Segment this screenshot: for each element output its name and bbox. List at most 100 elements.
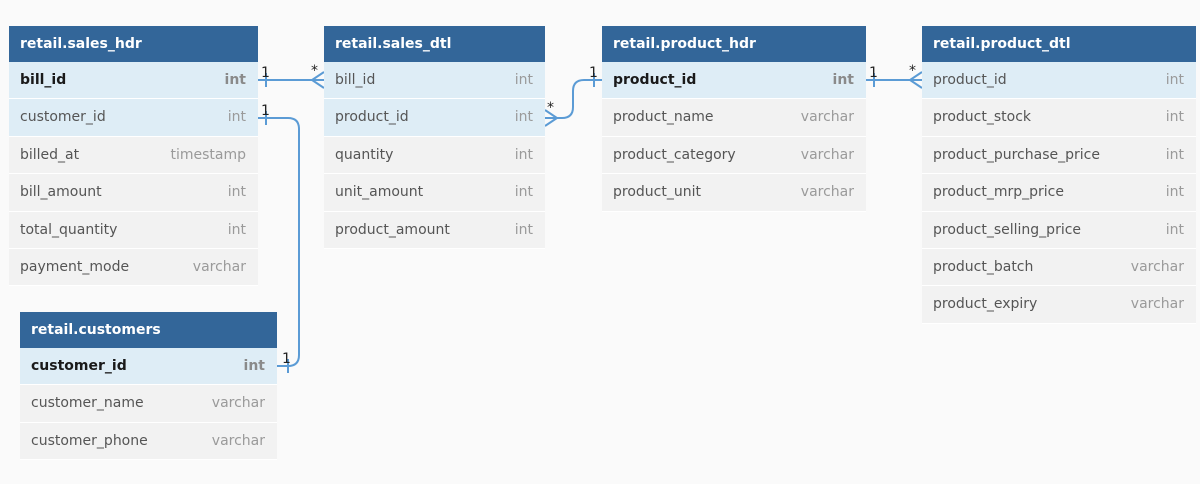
column-type: varchar (1130, 258, 1184, 275)
connector-customerid (258, 117, 300, 367)
column-name: product_unit (613, 184, 701, 201)
column-name: product_stock (933, 109, 1031, 126)
cardinality-label: 1 (869, 65, 878, 81)
column-row[interactable]: product_id int (602, 62, 866, 100)
column-row[interactable]: customer_name varchar (20, 385, 277, 423)
table-sales-hdr[interactable]: retail.sales_hdr bill_id int customer_id… (9, 26, 258, 287)
column-type: varchar (800, 184, 854, 201)
column-name: product_name (613, 109, 714, 126)
column-row[interactable]: bill_amount int (9, 174, 258, 212)
column-row[interactable]: bill_id int (324, 62, 545, 100)
column-row[interactable]: product_id int (922, 62, 1196, 100)
column-name: product_batch (933, 258, 1034, 275)
column-type: int (1165, 72, 1184, 88)
column-row[interactable]: product_stock int (922, 99, 1196, 137)
column-type: int (832, 72, 854, 88)
many-marker-billid (310, 71, 325, 89)
table-title[interactable]: retail.customers (20, 312, 277, 348)
column-name: bill_amount (20, 184, 102, 201)
column-row[interactable]: product_mrp_price int (922, 174, 1196, 212)
table-customers[interactable]: retail.customers customer_id int custome… (20, 312, 277, 461)
table-title[interactable]: retail.sales_hdr (9, 26, 258, 62)
column-name: product_amount (335, 221, 450, 238)
column-row[interactable]: product_name varchar (602, 99, 866, 137)
cardinality-label: 1 (261, 65, 270, 81)
column-row[interactable]: billed_at timestamp (9, 137, 258, 175)
column-type: int (227, 184, 246, 201)
table-title[interactable]: retail.product_dtl (922, 26, 1196, 62)
column-type: int (514, 184, 533, 201)
column-type: int (1165, 109, 1184, 126)
column-type: int (514, 109, 533, 126)
column-type: timestamp (170, 146, 246, 163)
column-name: payment_mode (20, 258, 130, 275)
cardinality-label: * (311, 63, 318, 79)
column-name: billed_at (20, 146, 80, 163)
cardinality-label: 1 (282, 351, 291, 367)
column-row[interactable]: bill_id int (9, 62, 258, 100)
column-type: varchar (800, 146, 854, 163)
column-name: customer_id (20, 109, 106, 126)
column-name: product_id (933, 72, 1007, 88)
column-name: product_purchase_price (933, 146, 1100, 163)
column-type: int (224, 72, 246, 88)
column-type: varchar (211, 432, 265, 449)
column-name: customer_name (31, 395, 144, 412)
table-title[interactable]: retail.product_hdr (602, 26, 866, 62)
column-row[interactable]: product_amount int (324, 212, 545, 249)
cardinality-label: 1 (261, 103, 270, 119)
column-name: bill_id (20, 72, 67, 88)
column-name: product_category (613, 146, 736, 163)
column-row[interactable]: customer_id int (9, 99, 258, 137)
column-row[interactable]: total_quantity int (9, 212, 258, 249)
column-type: int (243, 358, 265, 374)
column-type: varchar (1130, 296, 1184, 313)
table-sales-dtl[interactable]: retail.sales_dtl bill_id int product_id … (324, 26, 545, 249)
column-type: varchar (192, 258, 246, 275)
many-marker-productid-dtl (544, 109, 559, 127)
column-type: int (514, 221, 533, 238)
column-row[interactable]: quantity int (324, 137, 545, 175)
column-name: product_expiry (933, 296, 1038, 313)
column-row[interactable]: product_category varchar (602, 137, 866, 175)
column-name: customer_id (31, 358, 127, 374)
column-row[interactable]: customer_id int (20, 348, 277, 386)
column-type: varchar (211, 395, 265, 412)
column-name: product_mrp_price (933, 184, 1064, 201)
column-type: int (1165, 221, 1184, 238)
cardinality-label: 1 (589, 65, 598, 81)
cardinality-label: * (909, 63, 916, 79)
column-type: int (514, 72, 533, 88)
column-row[interactable]: product_purchase_price int (922, 137, 1196, 175)
column-row[interactable]: product_selling_price int (922, 212, 1196, 249)
column-name: unit_amount (335, 184, 424, 201)
column-row[interactable]: unit_amount int (324, 174, 545, 212)
table-product-hdr[interactable]: retail.product_hdr product_id int produc… (602, 26, 866, 212)
connector-productid-hdr (545, 79, 602, 119)
column-type: int (227, 221, 246, 238)
column-type: varchar (800, 109, 854, 126)
column-name: product_id (335, 109, 409, 126)
column-type: int (1165, 146, 1184, 163)
column-type: int (514, 146, 533, 163)
column-name: customer_phone (31, 432, 148, 449)
table-title[interactable]: retail.sales_dtl (324, 26, 545, 62)
column-type: int (227, 109, 246, 126)
column-row[interactable]: customer_phone varchar (20, 423, 277, 461)
table-product-dtl[interactable]: retail.product_dtl product_id int produc… (922, 26, 1196, 324)
column-name: bill_id (335, 72, 376, 88)
column-row[interactable]: product_batch varchar (922, 249, 1196, 287)
column-type: int (1165, 184, 1184, 201)
column-row[interactable]: product_id int (324, 99, 545, 137)
column-name: quantity (335, 146, 394, 163)
column-row[interactable]: product_expiry varchar (922, 286, 1196, 324)
column-name: product_selling_price (933, 221, 1082, 238)
column-name: product_id (613, 72, 697, 88)
many-marker-productid-dtl (908, 71, 923, 89)
column-row[interactable]: product_unit varchar (602, 174, 866, 212)
column-row[interactable]: payment_mode varchar (9, 249, 258, 287)
cardinality-label: * (547, 100, 554, 116)
column-name: total_quantity (20, 221, 118, 238)
